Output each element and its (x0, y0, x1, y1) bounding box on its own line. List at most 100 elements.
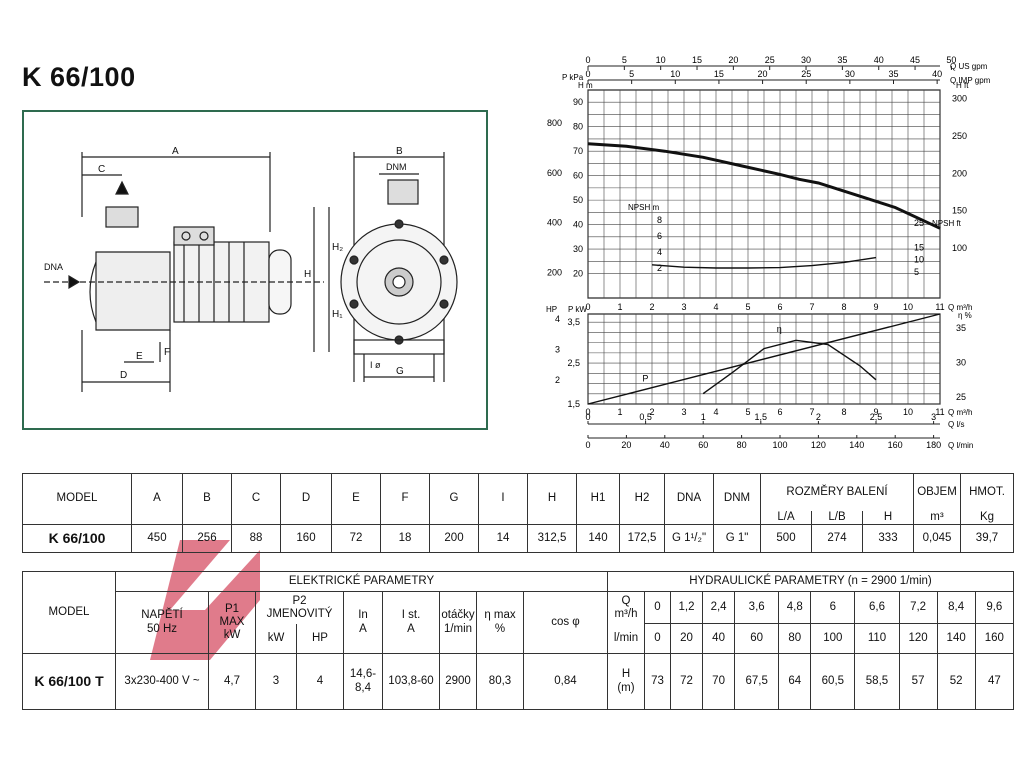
label-h: H (304, 269, 311, 280)
head-x-tick-label: 11 (935, 302, 944, 312)
head-m-tick-label: 40 (573, 220, 583, 230)
npsh-m-tick-label: 8 (657, 215, 662, 225)
head-x-label: Q m³/h (948, 303, 972, 312)
t2-cell-p2kw: 3 (255, 653, 297, 710)
t2-header-electrical: ELEKTRICKÉ PARAMETRY (115, 571, 608, 592)
head-kpa-tick-label: 200 (547, 268, 562, 278)
t1-header-g: G (429, 473, 479, 525)
q-m3h-value: 3,6 (734, 591, 780, 624)
l-min-tick-label: 20 (621, 440, 631, 450)
q-lmin-value: 120 (898, 623, 938, 654)
efficiency-curve-line (702, 339, 877, 395)
h-value: 67,5 (734, 653, 780, 710)
head-ft-label: H ft (956, 81, 969, 90)
power-curve-line (587, 313, 941, 405)
l-min-label: Q l/min (948, 441, 973, 450)
t2-cell-h-label: H(m) (606, 653, 645, 710)
technical-drawing: A C DNA D E F B DNM H H₂ H₁ I ø G (22, 110, 488, 430)
t2-cell-ist: 103,8-60 (382, 653, 440, 710)
power-x-tick-label: 11 (935, 407, 944, 417)
q-m3h-value: 9,6 (974, 591, 1015, 624)
label-e: E (136, 351, 143, 362)
us-gpm-tick-label: 30 (801, 55, 811, 65)
power-kw-tick-label: 3,5 (567, 317, 580, 327)
head-ft-tick-label: 200 (952, 168, 967, 178)
power-x-tick-label: 10 (903, 407, 913, 417)
t1-cell: 160 (280, 523, 332, 553)
l-s-tick-label: 2,5 (870, 412, 883, 422)
power-kw-tick-label: 1,5 (567, 399, 580, 409)
head-m-tick-label: 90 (573, 97, 583, 107)
q-lmin-value: 40 (702, 623, 736, 654)
label-a: A (172, 146, 179, 157)
head-x-tick-label: 1 (617, 302, 622, 312)
pump-drawing: A C DNA D E F B DNM H H₂ H₁ I ø G (44, 146, 458, 392)
head-ft-tick-label: 300 (952, 94, 967, 104)
t1-header-c: C (231, 473, 281, 525)
t2-cell-p1: 4,7 (208, 653, 256, 710)
t1-header-lb: L/B (811, 510, 863, 525)
t1-cell: 500 (760, 523, 812, 553)
head-m-tick-label: 20 (573, 269, 583, 279)
eta-tick-label: 35 (956, 323, 966, 333)
us-gpm-tick-label: 10 (656, 55, 666, 65)
eta-unit: % (494, 622, 506, 635)
h-value: 72 (669, 653, 704, 710)
us-gpm-tick-label: 45 (910, 55, 920, 65)
p2-hp: HP (296, 623, 344, 654)
dimensions-table: MODEL A B C D E F G I H H1 H2 DNA DNM RO… (22, 473, 1014, 553)
t1-header-a: A (131, 473, 183, 525)
in-label: In (358, 609, 368, 622)
us-gpm-tick-label: 0 (585, 55, 590, 65)
l-s-tick-label: 0,5 (639, 412, 652, 422)
parameters-table: MODEL ELEKTRICKÉ PARAMETRY HYDRAULICKÉ P… (22, 571, 1015, 710)
q-m3h-value: 4,8 (778, 591, 812, 624)
eta-tick-label: 30 (956, 357, 966, 367)
power-x-tick-label: 4 (713, 407, 718, 417)
head-m-tick-label: 30 (573, 244, 583, 254)
napeti-hz: 50 Hz (146, 622, 178, 635)
l-min-tick-label: 0 (585, 440, 590, 450)
npsh-ft-label: NPSH ft (932, 219, 962, 228)
q-lmin-value: 100 (810, 623, 856, 654)
t1-cell: 14 (478, 523, 528, 553)
t1-header-h2: H2 (619, 473, 665, 525)
p1-label: P1 (224, 602, 240, 615)
label-d: D (120, 370, 127, 381)
q-lmin-value: 60 (734, 623, 780, 654)
l-min-tick-label: 100 (772, 440, 787, 450)
t1-header-model: MODEL (22, 473, 132, 525)
t1-cell: 274 (811, 523, 863, 553)
h-value: 70 (702, 653, 736, 710)
l-s-tick-label: 3 (931, 412, 936, 422)
imp-gpm-tick-label: 15 (714, 69, 724, 79)
h-value: 58,5 (854, 653, 900, 710)
eta-axis-label: η % (958, 311, 972, 320)
t1-header-e: E (331, 473, 381, 525)
h-value: 60,5 (810, 653, 856, 710)
t1-cell: 312,5 (527, 523, 577, 553)
t1-cell: 200 (429, 523, 479, 553)
t1-cell: 39,7 (960, 523, 1014, 553)
h-value: 47 (974, 653, 1015, 710)
head-x-tick-label: 5 (745, 302, 750, 312)
head-m-tick-label: 50 (573, 195, 583, 205)
q-m3h-value: 6 (810, 591, 856, 624)
head-curve-line (587, 142, 941, 230)
t1-header-volume: OBJEM (913, 473, 961, 511)
npsh-ft-tick-label: 15 (914, 242, 924, 252)
head-x-tick-label: 7 (809, 302, 814, 312)
eta-label: η max (484, 609, 516, 622)
otacky-label: otáčky (441, 609, 475, 622)
q-lmin-value: 0 (643, 623, 671, 654)
p2-kw: kW (255, 623, 297, 654)
imp-gpm-tick-label: 20 (758, 69, 768, 79)
label-dna: DNA (44, 262, 63, 272)
power-curve-label: P (642, 374, 648, 384)
